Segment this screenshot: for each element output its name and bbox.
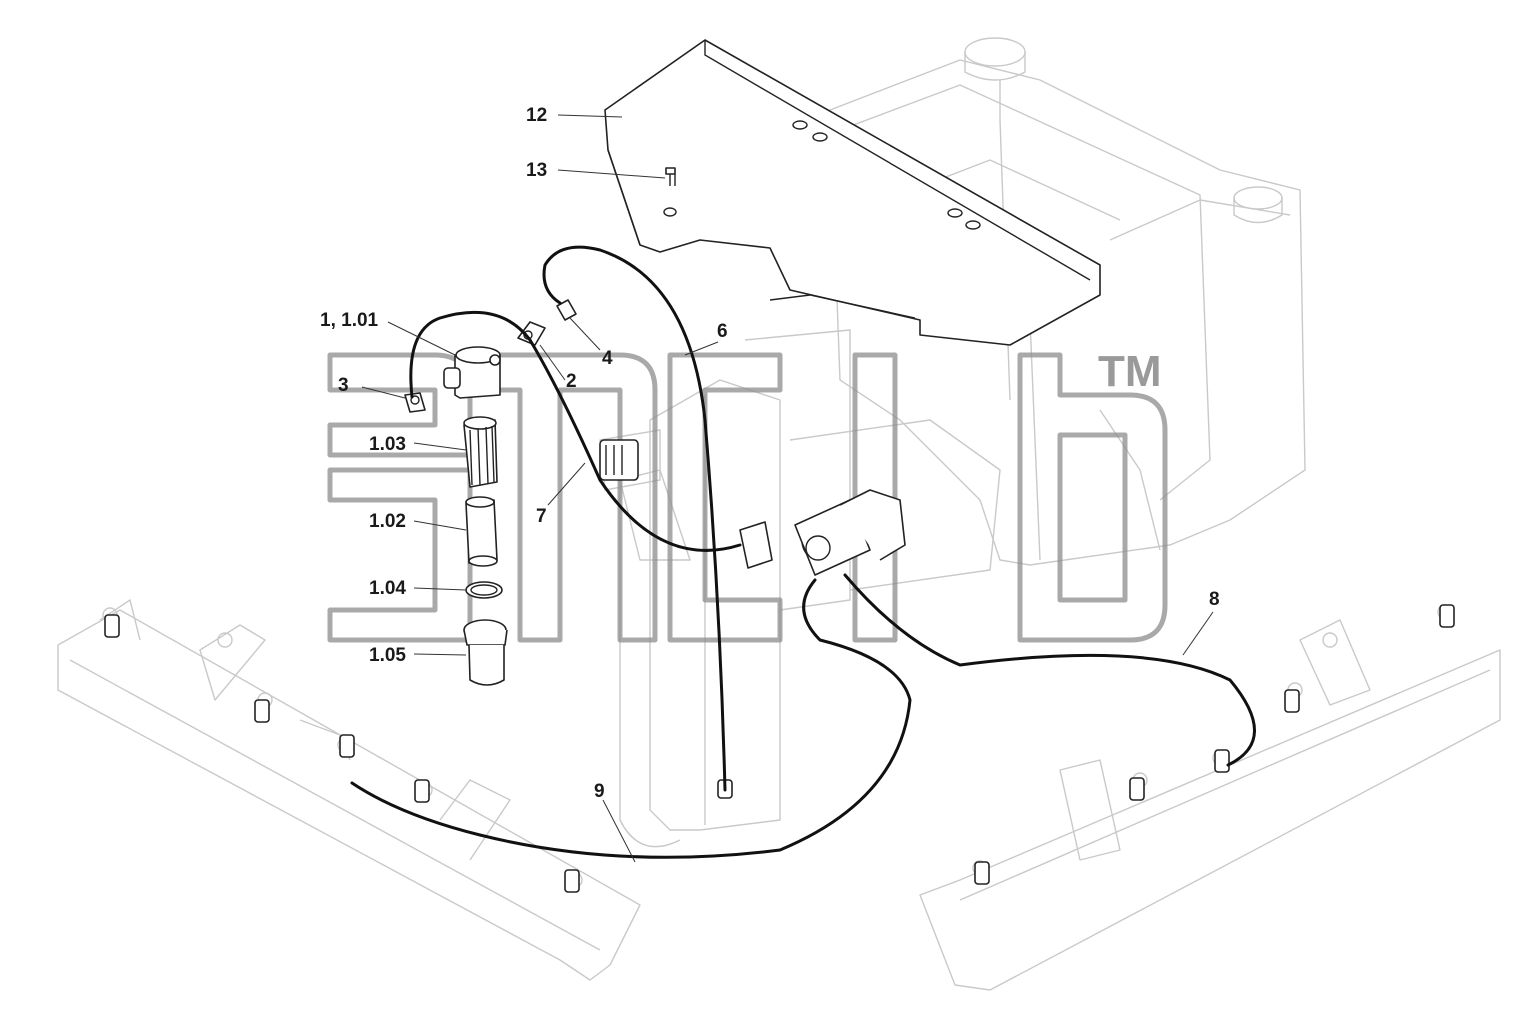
callout-12: 12 <box>526 105 547 126</box>
callout-1-04: 1.04 <box>369 578 406 599</box>
callout-9: 9 <box>594 781 605 802</box>
bolt <box>665 167 676 186</box>
elbow-fitting <box>404 392 426 413</box>
valve-block <box>739 521 773 569</box>
hose-lines <box>350 245 1256 859</box>
callout-8: 8 <box>1209 589 1220 610</box>
leader-lines <box>361 114 1214 863</box>
hose-connector <box>556 299 577 321</box>
callout-13: 13 <box>526 160 547 181</box>
callout-4: 4 <box>602 348 613 369</box>
o-ring-seal <box>465 581 503 599</box>
filter-sleeve <box>465 496 498 567</box>
sensor-block <box>599 439 639 481</box>
boom-nozzles <box>104 604 1455 893</box>
callout-1-1-01: 1, 1.01 <box>320 310 379 331</box>
callout-labels: 12 13 1, 1.01 3 2 4 6 1.03 7 1.02 1.04 1… <box>320 105 1220 802</box>
filter-screen-cartridge <box>463 416 498 488</box>
callout-1-03: 1.03 <box>369 434 406 455</box>
callout-7: 7 <box>536 506 547 527</box>
filter-bowl <box>463 619 508 686</box>
callout-3: 3 <box>338 375 349 396</box>
mounting-bracket-plate <box>604 39 1101 346</box>
callout-6: 6 <box>717 321 728 342</box>
trademark-symbol: TM <box>1098 347 1162 396</box>
callout-1-02: 1.02 <box>369 511 406 532</box>
left-spray-boom-outline <box>57 599 641 981</box>
right-spray-boom-outline <box>919 604 1501 991</box>
callout-2: 2 <box>566 371 577 392</box>
filter-head <box>443 346 501 399</box>
pump-motor <box>794 489 906 576</box>
callout-1-05: 1.05 <box>369 645 406 666</box>
